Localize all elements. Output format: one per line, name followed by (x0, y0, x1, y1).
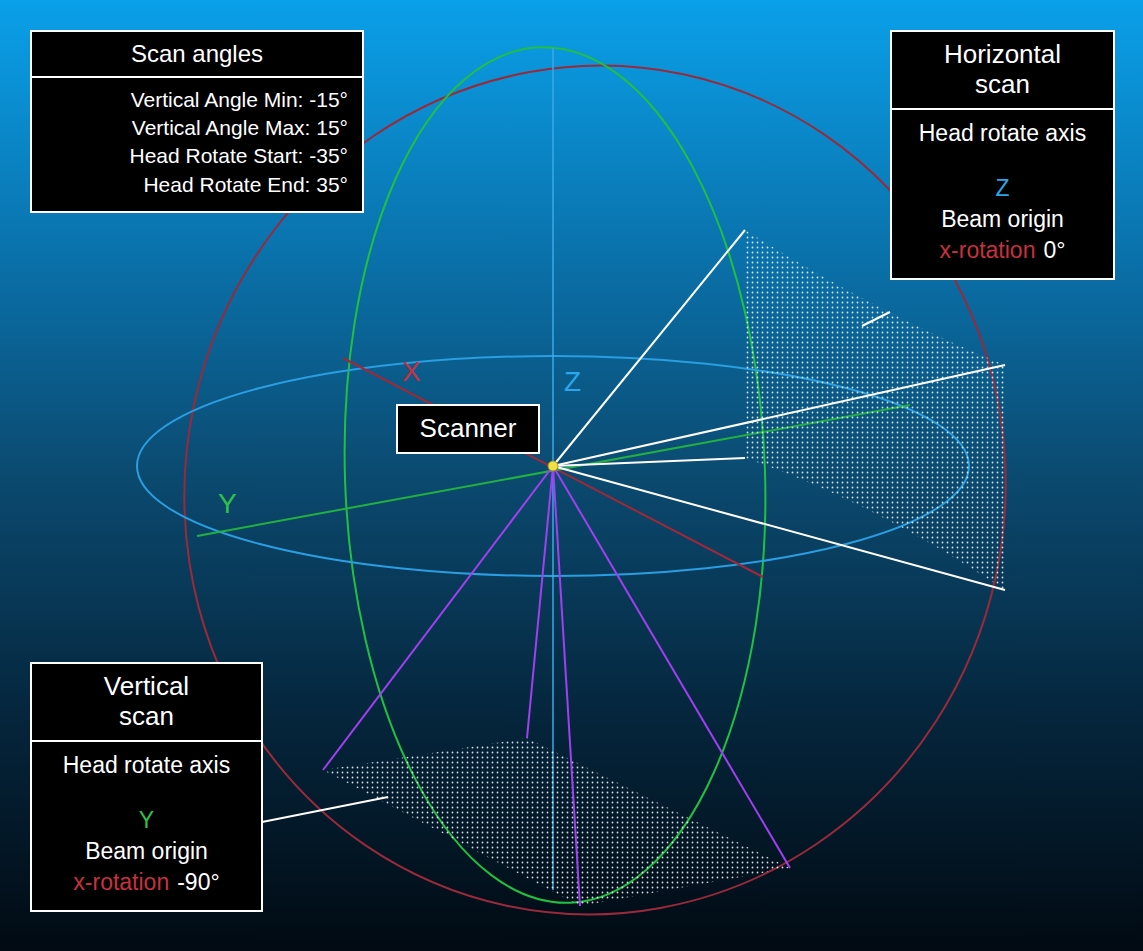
vertical-scan-rays (323, 466, 790, 906)
horizontal-scan-points (745, 230, 1005, 590)
box-text: 0° (1043, 237, 1065, 263)
box-title: Scanner (398, 406, 538, 452)
text-line: Head Rotate Start: -35° (46, 142, 348, 170)
box-heading: Scan angles (131, 40, 263, 67)
box-text: Head Rotate Start: -35° (129, 144, 348, 167)
info-box: Scan anglesVertical Angle Min: -15°Verti… (30, 30, 364, 213)
text-line: x-rotation 0° (906, 235, 1099, 266)
box-text: Head rotate axis (63, 752, 230, 778)
info-box: Vertical scanHead rotate axisY Beam origi… (30, 662, 263, 912)
text-line: Y (46, 805, 247, 836)
box-heading: Scanner (420, 413, 517, 443)
box-text: Vertical Angle Max: 15° (132, 116, 348, 139)
leader-line (262, 797, 388, 822)
box-heading: Vertical scan (104, 671, 189, 731)
text-line: x-rotation -90° (46, 867, 247, 898)
horizontal-scan-rays (553, 230, 1005, 590)
text-line: Beam origin (906, 204, 1099, 235)
box-text: Vertical Angle Min: -15° (131, 88, 348, 111)
box-text: Beam origin (85, 838, 208, 864)
text-line: Z (906, 173, 1099, 204)
vertical-scan-points (323, 738, 790, 906)
title-wrap: Horizontal scan (933, 40, 1073, 100)
x-axis (343, 358, 763, 577)
box-text: Head rotate axis (919, 120, 1086, 146)
text-line: Head rotate axis (906, 118, 1099, 149)
title-wrap: Vertical scan (87, 672, 207, 732)
box-text: -90° (177, 869, 219, 895)
leader-line (862, 312, 890, 326)
text-line: Vertical Angle Max: 15° (46, 114, 348, 142)
box-text: x-rotation (73, 869, 169, 895)
axis-label: Z (562, 368, 583, 396)
text-line: Head rotate axis (46, 750, 247, 781)
box-body: Head rotate axisZ Beam origin x-rotation 0° (892, 110, 1113, 278)
box-body: Vertical Angle Min: -15° Vertical Angle M… (32, 78, 362, 211)
box-title: Horizontal scan (892, 32, 1113, 110)
box-text: Beam origin (941, 206, 1064, 232)
scanner-label: Scanner (396, 404, 540, 454)
axis-label: Y (216, 490, 239, 518)
text-line: Beam origin (46, 836, 247, 867)
axis-label: X (400, 358, 423, 386)
text-line: Head Rotate End: 35° (46, 171, 348, 199)
scanner-dot (548, 461, 558, 471)
box-body: Head rotate axisY Beam origin x-rotation -9… (32, 742, 261, 910)
box-text: Z (995, 175, 1009, 201)
box-text: x-rotation (940, 237, 1036, 263)
box-title: Scan angles (32, 32, 362, 78)
info-box: Horizontal scanHead rotate axisZ Beam ori… (890, 30, 1115, 280)
box-heading: Horizontal scan (944, 39, 1061, 99)
text-line: Vertical Angle Min: -15° (46, 86, 348, 114)
box-title: Vertical scan (32, 664, 261, 742)
box-text: Y (139, 807, 154, 833)
title-wrap: Scan angles (44, 40, 350, 68)
title-wrap: Scanner (412, 414, 524, 444)
box-text: Head Rotate End: 35° (143, 173, 348, 196)
